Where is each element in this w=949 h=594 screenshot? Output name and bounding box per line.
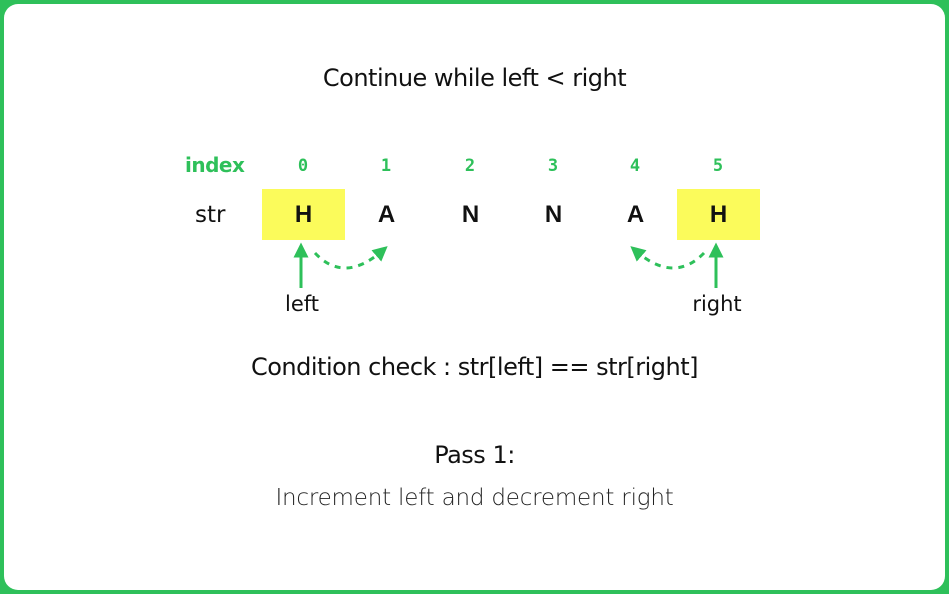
left-move-arrow — [313, 246, 388, 270]
index-row-label: index — [185, 153, 245, 177]
pointer-arrows — [293, 242, 724, 288]
index-3: 3 — [547, 156, 559, 176]
char-cell-2: N — [461, 200, 480, 228]
str-row-label: str — [195, 202, 226, 228]
diagram-frame: Continue while left < right index str 0 … — [4, 4, 945, 590]
action-text: Increment left and decrement right — [275, 485, 674, 511]
index-0: 0 — [297, 156, 309, 176]
index-2: 2 — [464, 156, 476, 176]
index-1: 1 — [380, 156, 392, 176]
char-cell-5: H — [677, 189, 760, 240]
char-cell-4: A — [626, 200, 645, 228]
index-4: 4 — [629, 156, 641, 176]
index-5: 5 — [712, 156, 724, 176]
char-cell-0: H — [262, 189, 345, 240]
left-pointer-label: left — [284, 292, 319, 316]
diagram-title: Continue while left < right — [322, 64, 627, 92]
right-move-arrow — [630, 246, 706, 270]
char-cell-1: A — [377, 200, 396, 228]
char-cell-3: N — [544, 200, 563, 228]
right-pointer-label: right — [692, 292, 742, 316]
pass-label: Pass 1: — [434, 441, 515, 469]
condition-check-text: Condition check : str[left] == str[right… — [250, 353, 699, 381]
